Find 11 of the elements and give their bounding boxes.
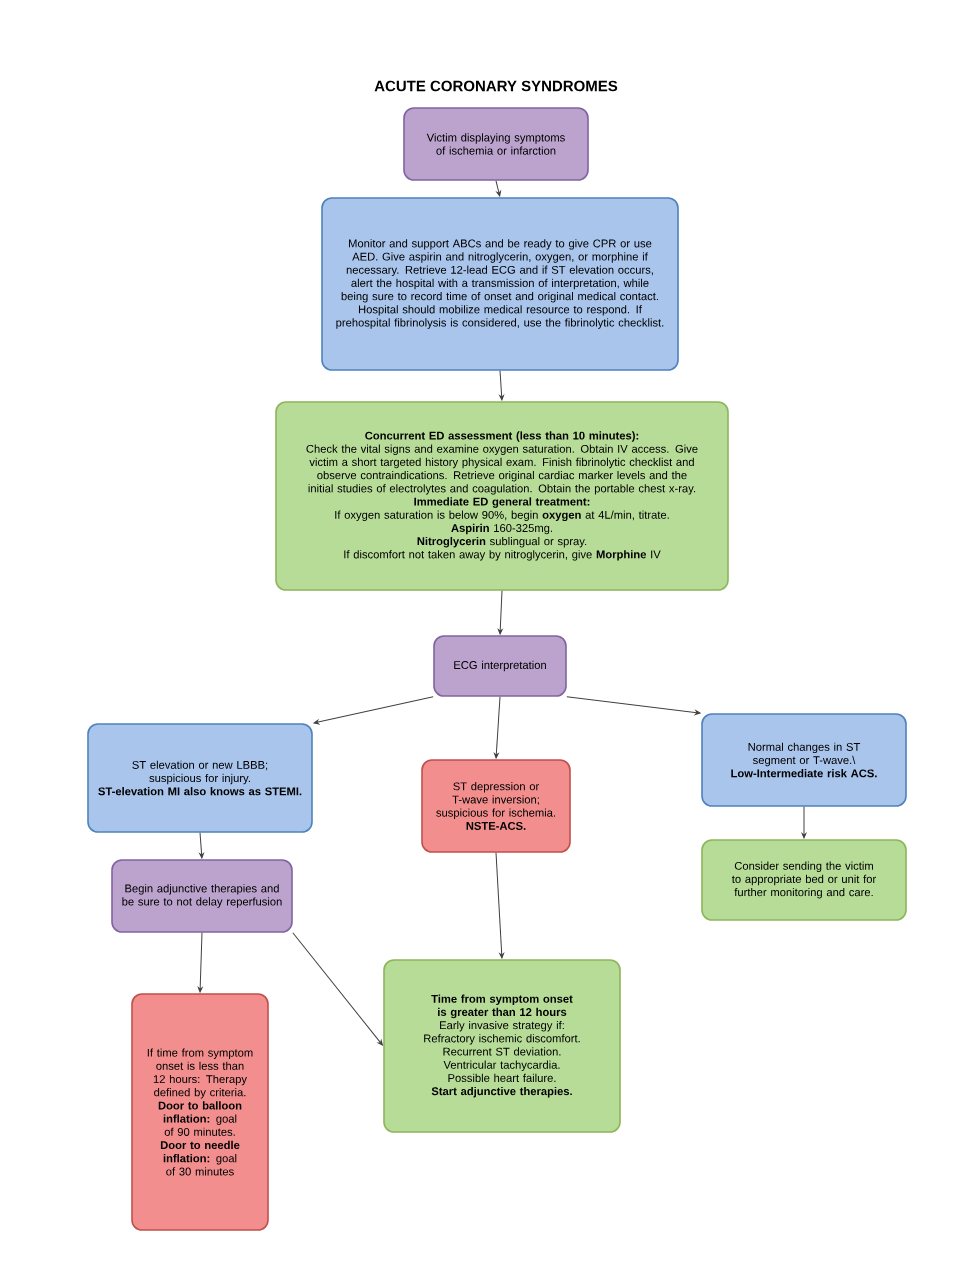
arrow [199,832,204,859]
arrow [497,590,503,635]
arrow [495,180,501,197]
arrow [494,696,501,759]
arrow [313,696,434,725]
arrow [197,932,203,993]
arrow [566,696,701,715]
arrow [801,806,807,839]
arrow [292,932,383,1046]
arrow [499,370,504,401]
arrow [495,852,505,959]
